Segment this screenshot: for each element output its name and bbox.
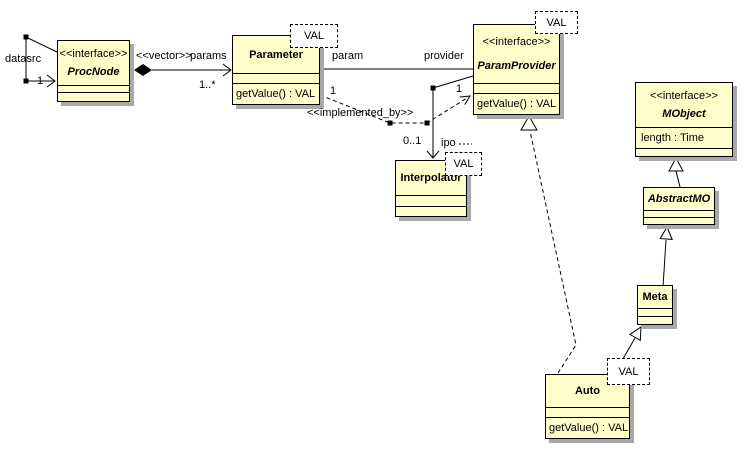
mobject-name: MObject [662, 108, 706, 121]
paramprovider-stereotype: <<interface>> [482, 36, 551, 49]
label-datasrc-multiplicity: 1 [37, 75, 44, 87]
mobject-attribute: length : Time [641, 132, 704, 144]
abstractmo-operations [644, 217, 714, 224]
paramprovider-template-box[interactable]: VAL [535, 11, 578, 34]
label-params-multiplicity: 1..* [199, 79, 216, 91]
parameter-name: Parameter [249, 48, 303, 61]
paramprovider-name: ParamProvider [477, 59, 556, 72]
mobject-operations [636, 148, 732, 156]
class-abstractmo[interactable]: AbstractMO [643, 187, 715, 225]
class-parameter[interactable]: Parameter getValue() : VAL [232, 35, 320, 105]
procnode-attributes [58, 85, 129, 92]
mobject-attributes: length : Time [636, 127, 732, 148]
interpolator-template-param: VAL [453, 158, 474, 170]
meta-name: Meta [642, 291, 668, 303]
class-paramprovider[interactable]: <<interface>> ParamProvider getValue() :… [473, 24, 560, 115]
interpolator-attributes [396, 195, 466, 206]
label-vector-stereotype: <<vector>> [136, 50, 192, 62]
auto-name: Auto [574, 385, 601, 397]
auto-attributes [546, 407, 629, 417]
interpolator-operations [396, 206, 466, 216]
auto-operations: getValue() : VAL [546, 417, 629, 438]
abstractmo-name: AbstractMO [647, 193, 711, 205]
paramprovider-operations: getValue() : VAL [474, 93, 559, 114]
paramprovider-template-param: VAL [546, 16, 567, 29]
edge-implemented-by-dependency[interactable] [317, 92, 471, 126]
label-param-role: param [332, 50, 364, 62]
parameter-operations: getValue() : VAL [233, 83, 319, 104]
auto-operation: getValue() : VAL [549, 422, 629, 434]
procnode-name: ProcNode [67, 66, 120, 79]
class-mobject[interactable]: <<interface>> MObject length : Time [635, 82, 733, 157]
paramprovider-operation: getValue() : VAL [477, 98, 557, 110]
class-meta[interactable]: Meta [637, 285, 673, 325]
edge-params-composition[interactable] [134, 63, 232, 77]
procnode-operations [58, 92, 129, 101]
edge-datasrc-self-association[interactable] [23, 34, 58, 88]
label-params-role: params [190, 50, 227, 62]
label-ipo-multiplicity: 0..1 [403, 135, 422, 147]
auto-template-param: VAL [618, 365, 639, 378]
parameter-template-param: VAL [304, 30, 324, 42]
mobject-stereotype: <<interface>> [650, 89, 718, 102]
label-ipo-role: ipo [441, 137, 456, 149]
label-implemented-by-stereotype: <<implemented_by>> [307, 107, 414, 119]
edge-auto-realizes-paramprovider[interactable] [520, 114, 577, 374]
paramprovider-attributes [474, 83, 559, 93]
label-datasrc: datasrc [5, 53, 42, 65]
auto-template-box[interactable]: VAL [607, 358, 650, 385]
edge-ipo-association[interactable] [426, 75, 474, 159]
procnode-stereotype: <<interface>> [59, 47, 128, 60]
parameter-template-box[interactable]: VAL [290, 24, 338, 48]
label-provider-role: provider [424, 50, 464, 62]
label-implemented-by-mult-right: 1 [456, 83, 463, 95]
edge-abstractmo-implements-mobject[interactable] [668, 156, 684, 188]
edge-meta-extends-abstractmo[interactable] [659, 225, 673, 288]
abstractmo-attributes [644, 210, 714, 217]
class-procnode[interactable]: <<interface>> ProcNode [57, 40, 130, 102]
class-interpolator[interactable]: Interpolator [395, 160, 467, 217]
parameter-attributes [233, 73, 319, 83]
interpolator-template-box[interactable]: VAL [445, 152, 482, 176]
label-implemented-by-mult-left: 1 [330, 85, 337, 97]
meta-attributes [638, 308, 672, 316]
meta-operations [638, 316, 672, 324]
parameter-operation: getValue() : VAL [236, 88, 316, 100]
